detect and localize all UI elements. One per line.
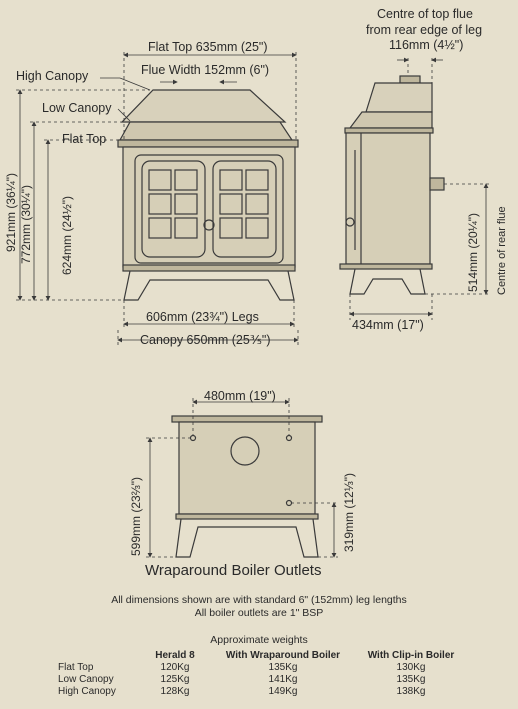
table-row: Flat Top 120Kg 135Kg 130Kg — [56, 662, 470, 674]
height-921-label: 921mm (36¼") — [4, 173, 18, 252]
herald-weight: 120Kg — [160, 662, 190, 673]
side-body — [345, 132, 431, 265]
right-door — [212, 160, 277, 258]
front-view-stove — [117, 89, 299, 301]
side-view-stove — [339, 75, 445, 295]
table-row: Low Canopy 125Kg 141Kg 135Kg — [56, 674, 470, 686]
side-depth-label: 434mm (17") — [352, 318, 424, 332]
boiler-view-stove — [171, 415, 323, 558]
legs-width-label: 606mm (23¾") Legs — [146, 310, 259, 324]
top-flue-title-2: from rear edge of leg — [366, 23, 483, 37]
weights-table: Herald 8 With Wraparound Boiler With Cli… — [56, 650, 470, 698]
boiler-legs — [175, 518, 319, 558]
note-line-2: All boiler outlets are 1" BSP — [194, 607, 324, 619]
table-row: High Canopy 128Kg 149Kg 138Kg — [56, 686, 470, 698]
high-canopy-outline — [120, 89, 287, 123]
header-clipin: With Clip-in Boiler — [367, 650, 455, 661]
boiler-title: Wraparound Boiler Outlets — [145, 562, 322, 579]
wraparound-weight: 149Kg — [268, 686, 298, 697]
left-door — [141, 160, 206, 258]
wraparound-weight: 135Kg — [268, 662, 298, 673]
clipin-weight: 130Kg — [396, 662, 426, 673]
height-772-label: 772mm (30¼") — [19, 185, 33, 264]
clipin-weight: 138Kg — [396, 686, 426, 697]
flat-top-width-label: Flat Top 635mm (25") — [148, 40, 268, 54]
row-label: High Canopy — [58, 686, 116, 697]
row-label: Low Canopy — [58, 674, 114, 685]
side-high-canopy — [365, 82, 433, 113]
header-wraparound: With Wraparound Boiler — [225, 650, 341, 661]
outlet-height-label: 319mm (12⅓") — [342, 473, 356, 552]
wraparound-weight: 141Kg — [268, 674, 298, 685]
rear-flue-label: Centre of rear flue — [496, 206, 508, 295]
boiler-height-label: 599mm (23⅔") — [129, 477, 143, 556]
weights-header-row: Herald 8 With Wraparound Boiler With Cli… — [56, 650, 470, 662]
top-flue-collar — [399, 75, 421, 84]
row-label: Flat Top — [58, 662, 94, 673]
header-herald: Herald 8 — [155, 650, 195, 661]
rear-flue-spigot — [429, 177, 445, 191]
top-flue-title-1: Centre of top flue — [377, 7, 473, 21]
height-624-label: 624mm (24½") — [60, 196, 74, 275]
boiler-flue-hole — [230, 436, 260, 466]
side-low-canopy — [348, 111, 433, 129]
header-blank — [56, 650, 136, 662]
side-legs — [349, 268, 426, 295]
herald-weight: 128Kg — [160, 686, 190, 697]
note-line-1: All dimensions shown are with standard 6… — [111, 594, 407, 606]
boiler-width-label: 480mm (19") — [204, 389, 276, 403]
stove-body — [122, 146, 296, 268]
low-canopy-outline — [118, 121, 294, 141]
herald-weight: 125Kg — [160, 674, 190, 685]
front-legs — [123, 270, 295, 301]
flat-top-label: Flat Top — [62, 132, 107, 146]
clipin-weight: 135Kg — [396, 674, 426, 685]
low-canopy-label: Low Canopy — [42, 101, 112, 115]
canopy-width-label: Canopy 650mm (25⅗") — [140, 333, 271, 347]
top-flue-value: 116mm (4½") — [389, 38, 464, 52]
high-canopy-label: High Canopy — [16, 69, 89, 83]
rear-flue-height-label: 514mm (20¼") — [466, 213, 480, 292]
boiler-body — [178, 421, 316, 515]
flue-width-label: Flue Width 152mm (6") — [141, 63, 270, 77]
weights-title: Approximate weights — [210, 634, 308, 646]
flat-top-plate — [117, 139, 299, 148]
boiler-top-plate — [171, 415, 323, 423]
